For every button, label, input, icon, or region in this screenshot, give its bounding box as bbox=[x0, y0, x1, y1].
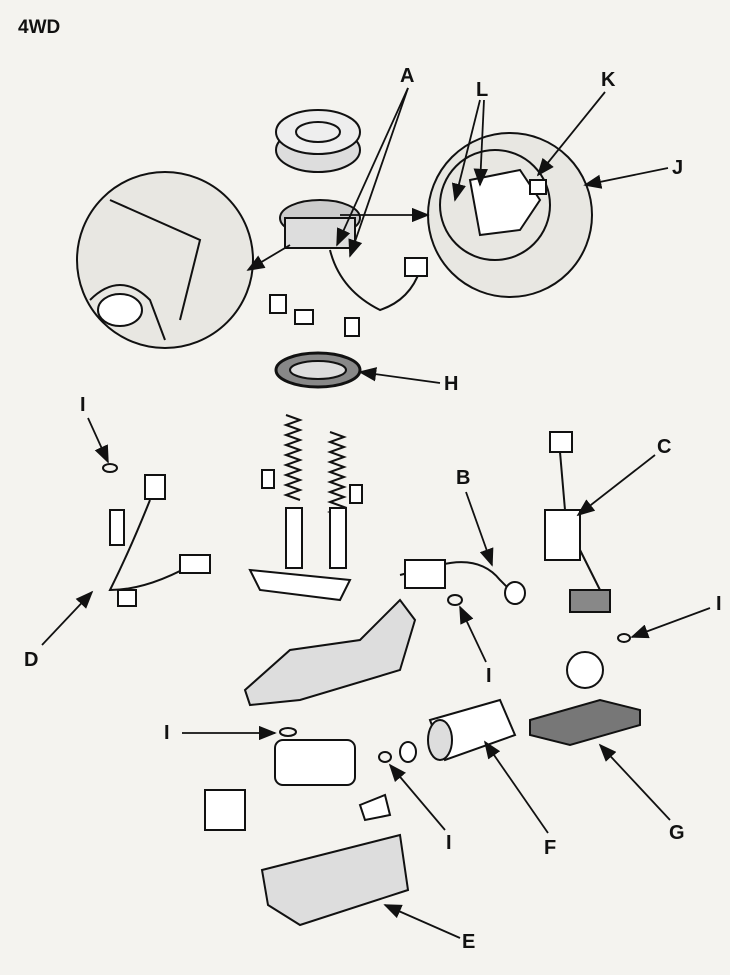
label-i-filter: I bbox=[716, 593, 722, 615]
fuel-line-assembly bbox=[399, 559, 526, 606]
springs-and-rods bbox=[248, 414, 363, 602]
wiring-harness bbox=[102, 463, 211, 607]
label-i-housing: I bbox=[164, 722, 170, 744]
label-b: B bbox=[456, 467, 471, 489]
label-c: C bbox=[657, 436, 672, 458]
label-a: A bbox=[400, 65, 415, 87]
label-g: G bbox=[669, 822, 685, 844]
label-j: J bbox=[672, 157, 684, 179]
pump-cover bbox=[260, 833, 410, 927]
detail-inset-right bbox=[427, 132, 593, 298]
callout-arrows bbox=[41, 87, 711, 939]
label-i-harness: I bbox=[80, 394, 86, 416]
diagram-title: 4WD bbox=[18, 17, 61, 38]
detail-inset-left bbox=[76, 171, 254, 349]
label-h: H bbox=[444, 373, 459, 395]
fuel-pump bbox=[279, 698, 517, 763]
pump-housing bbox=[204, 739, 392, 831]
lock-ring bbox=[275, 109, 361, 173]
label-k: K bbox=[601, 69, 616, 91]
fuel-level-sender bbox=[544, 431, 631, 643]
label-f: F bbox=[544, 837, 557, 859]
label-l: L bbox=[476, 79, 489, 101]
label-i-fuel-line: I bbox=[486, 665, 492, 687]
fuel-filter bbox=[529, 651, 641, 747]
pump-bracket bbox=[243, 598, 417, 707]
label-e: E bbox=[462, 931, 476, 953]
label-d: D bbox=[24, 649, 39, 671]
label-i-pump: I bbox=[446, 832, 452, 854]
